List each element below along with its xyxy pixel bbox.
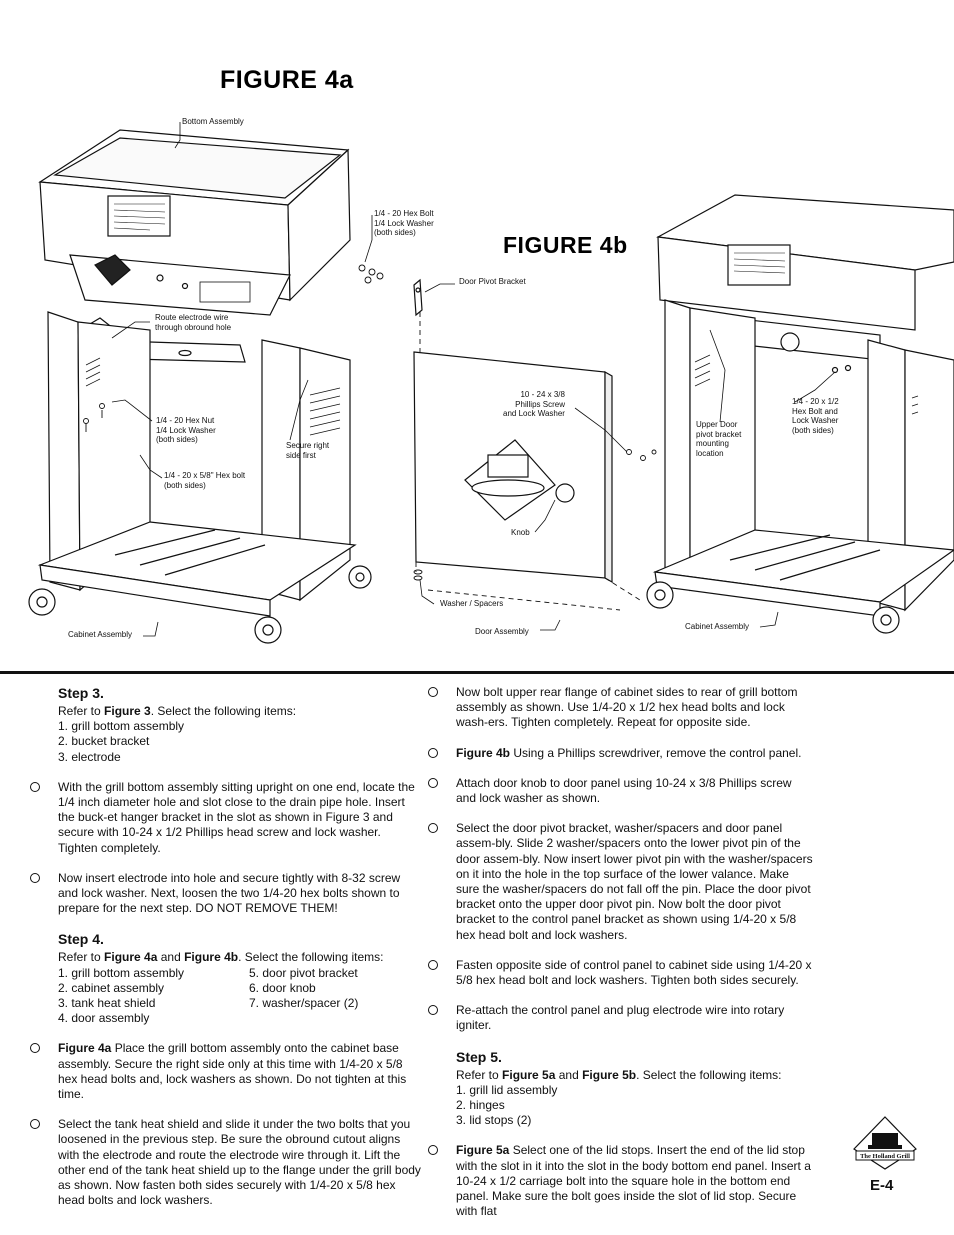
list-item — [249, 1011, 419, 1026]
callout-door-pivot-bracket: Door Pivot Bracket — [459, 277, 526, 286]
instruction-paragraph: Select the tank heat shield and slide it… — [30, 1117, 422, 1208]
step-4-intro: Refer to Figure 4a and Figure 4b. Select… — [58, 950, 384, 965]
circle-bullet-icon — [428, 747, 438, 758]
grill-bottom-assembly — [38, 129, 351, 316]
callout-cabinet-assembly-left: Cabinet Assembly — [68, 630, 133, 639]
door-pivot-bracket — [413, 278, 423, 317]
instruction-paragraph: Select the door pivot bracket, washer/sp… — [428, 821, 813, 943]
callout-cabinet-assembly-right: Cabinet Assembly — [685, 622, 750, 631]
step-5-item-list: 1. grill lid assembly 2. hinges 3. lid s… — [456, 1083, 813, 1129]
callout-door-assembly: Door Assembly — [475, 627, 529, 636]
holland-logo-icon — [464, 439, 556, 521]
list-item: 3. lid stops (2) — [456, 1113, 532, 1128]
door-knob — [555, 483, 575, 503]
figure-4a-title: FIGURE 4a — [220, 66, 354, 94]
instructions-left-column: Step 3. Refer to Figure 3. Select the fo… — [30, 685, 422, 1223]
list-item: 3. tank heat shield — [58, 995, 156, 1010]
cabinet-assembly — [28, 311, 372, 644]
instruction-paragraph: Figure 5a Select one of the lid stops. I… — [428, 1143, 813, 1219]
list-item: 1. grill lid assembly — [456, 1082, 558, 1097]
door-assembly — [413, 351, 613, 584]
circle-bullet-icon — [30, 1119, 40, 1130]
step-5-heading: Step 5. — [456, 1048, 502, 1065]
step-5-intro: Refer to Figure 5a and Figure 5b. Select… — [456, 1067, 782, 1082]
instruction-paragraph: Now insert electrode into hole and secur… — [30, 871, 422, 917]
instruction-paragraph: Now bolt upper rear flange of cabinet si… — [428, 685, 813, 731]
instruction-paragraph: Attach door knob to door panel using 10-… — [428, 776, 813, 806]
figure-4b-title: FIGURE 4b — [503, 232, 628, 258]
callout-washer-spacers: Washer / Spacers — [440, 599, 504, 608]
instruction-paragraph: With the grill bottom assembly sitting u… — [30, 780, 422, 856]
page-number: E-4 — [870, 1177, 894, 1194]
instruction-paragraph: Fasten opposite side of control panel to… — [428, 958, 813, 988]
assembly-diagram — [28, 122, 954, 644]
circle-bullet-icon — [30, 781, 40, 792]
list-item: 7. washer/spacer (2) — [249, 995, 359, 1010]
circle-bullet-icon — [30, 1043, 40, 1054]
list-item: 4. door assembly — [58, 1011, 150, 1026]
instructions-right-column: Now bolt upper rear flange of cabinet si… — [428, 685, 813, 1234]
list-item: 2. cabinet assembly — [58, 980, 165, 995]
circle-bullet-icon — [428, 687, 438, 697]
section-divider — [0, 671, 954, 674]
list-item: 3. electrode — [58, 749, 121, 764]
callout-hex-bolt-5-8: 1/4 - 20 x 5/8" Hex bolt(both sides) — [164, 471, 246, 490]
circle-bullet-icon — [428, 777, 438, 788]
instruction-paragraph: Figure 4a Place the grill bottom assembl… — [30, 1041, 422, 1102]
instruction-paragraph: Re-attach the control panel and plug ele… — [428, 1003, 813, 1033]
circle-bullet-icon — [428, 1005, 438, 1016]
list-item: 5. door pivot bracket — [249, 965, 358, 980]
step-3-heading: Step 3. — [58, 685, 104, 701]
list-item: 6. door knob — [249, 980, 316, 995]
step-3-item-list: 1. grill bottom assembly 2. bucket brack… — [58, 719, 422, 765]
circle-bullet-icon — [428, 1145, 438, 1156]
list-item: 2. bucket bracket — [58, 734, 150, 749]
circle-bullet-icon — [428, 959, 438, 970]
step-4-item-list: 1. grill bottom assembly 5. door pivot b… — [58, 966, 422, 1027]
circle-bullet-icon — [30, 872, 40, 883]
list-item: 1. grill bottom assembly — [58, 965, 185, 980]
step-3-intro: Refer to Figure 3. Select the following … — [58, 704, 297, 718]
grill-cabinet-assembly — [646, 194, 954, 634]
list-item: 1. grill bottom assembly — [58, 719, 185, 734]
holland-grill-logo: The Holland Grill — [853, 1116, 917, 1170]
circle-bullet-icon — [428, 823, 438, 834]
callout-bottom-assembly: Bottom Assembly — [182, 117, 244, 126]
svg-text:The Holland Grill: The Holland Grill — [860, 1153, 910, 1160]
step-4-heading: Step 4. — [58, 931, 104, 948]
instruction-paragraph: Figure 4b Using a Phillips screwdriver, … — [428, 746, 813, 761]
callout-knob: Knob — [511, 528, 530, 537]
list-item: 2. hinges — [456, 1098, 505, 1113]
